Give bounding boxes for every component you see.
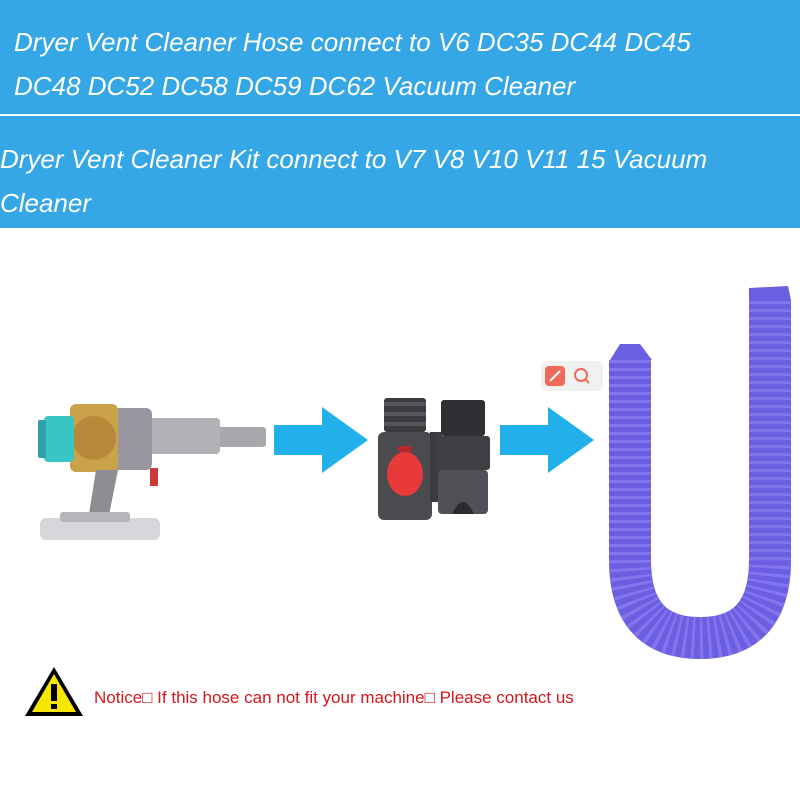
notice-row: Notice□ If this hose can not fit your ma…	[22, 664, 782, 724]
search-icon	[574, 368, 588, 382]
banner-line-1: Dryer Vent Cleaner Hose connect to V6 DC…	[14, 27, 691, 57]
header-banner: Dryer Vent Cleaner Hose connect to V6 DC…	[0, 0, 800, 228]
notice-text: Notice□ If this hose can not fit your ma…	[94, 688, 574, 707]
flexible-hose-icon	[609, 286, 791, 660]
image-search-badge[interactable]	[541, 361, 603, 391]
product-illustration	[38, 286, 791, 660]
quick-release-adapter-icon	[378, 398, 490, 520]
banner-line-3: Dryer Vent Cleaner Kit connect to V7 V8 …	[0, 144, 708, 174]
warning-icon	[25, 667, 83, 716]
banner-divider	[0, 114, 800, 116]
cordless-vacuum-icon	[38, 404, 266, 540]
arrow-right-icon	[500, 407, 594, 473]
arrow-right-icon	[274, 407, 368, 473]
banner-line-2: DC48 DC52 DC58 DC59 DC62 Vacuum Cleaner	[14, 71, 576, 101]
banner-line-4: Cleaner	[0, 188, 92, 218]
